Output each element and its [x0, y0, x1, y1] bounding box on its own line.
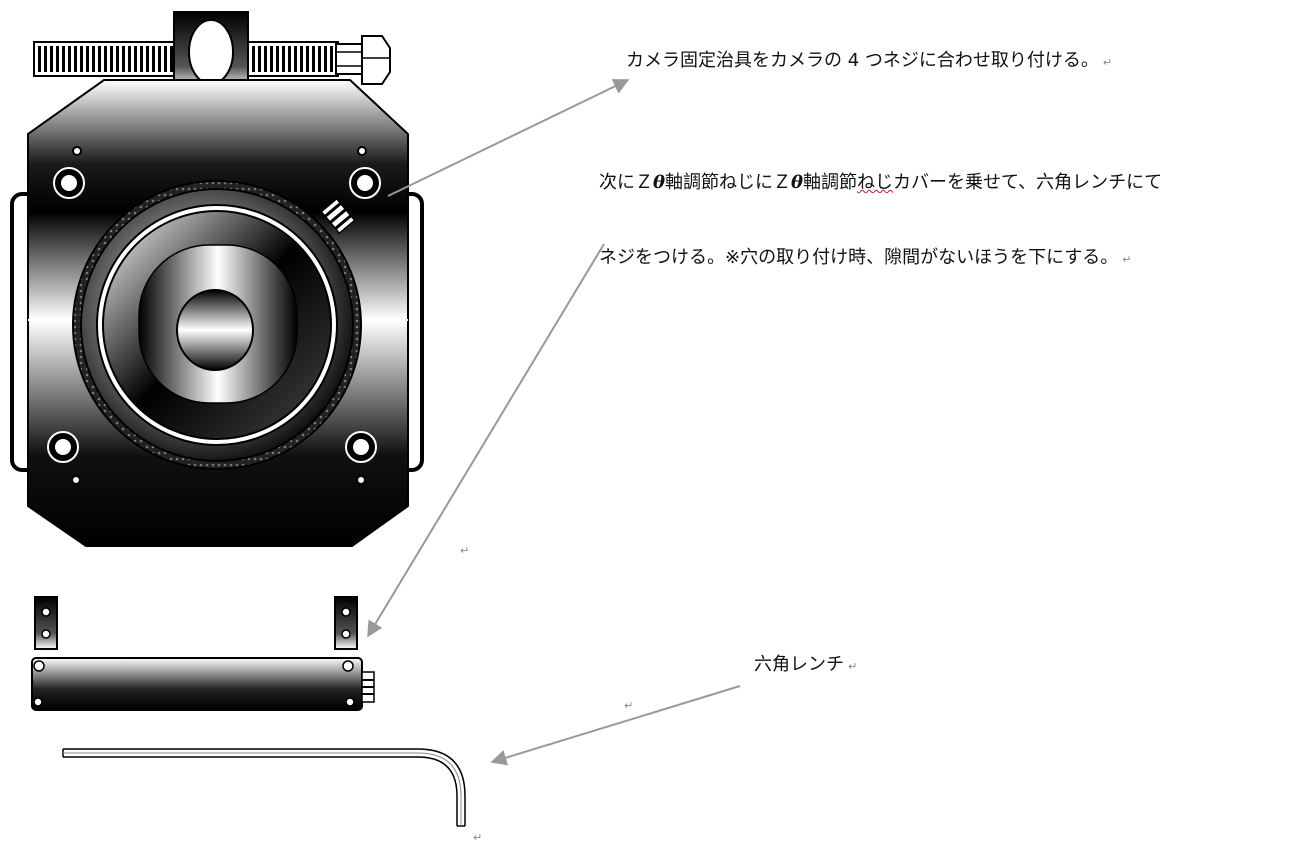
- arrow-to-screw-cover: [367, 243, 605, 638]
- camera-fixture: [10, 11, 424, 547]
- thread-rib: [282, 46, 285, 72]
- thread-rib: [164, 46, 167, 72]
- thread-rib: [288, 46, 291, 72]
- lens-core: [176, 289, 254, 371]
- threaded-rod: [33, 35, 391, 85]
- return-mark: ↵: [848, 660, 858, 673]
- thread-rib: [104, 46, 107, 72]
- thread-rib: [330, 46, 333, 72]
- label-hex-wrench: 六角レンチ ↵: [754, 654, 857, 678]
- thread-rib: [110, 46, 113, 72]
- thread-rib: [128, 46, 131, 72]
- screw-cover-brackets: [34, 596, 358, 650]
- thread-rib: [86, 46, 89, 72]
- screw-cover-bar: [31, 657, 375, 711]
- return-mark: ↵: [460, 544, 470, 557]
- return-mark: ↵: [473, 831, 483, 844]
- paragraph-1-text: カメラ固定治具をカメラの 4 つネジに合わせ取り付ける。: [626, 50, 1099, 71]
- thread-rib: [270, 46, 273, 72]
- label-hex-wrench-text: 六角レンチ: [754, 654, 844, 675]
- paragraph-2-text-a: 次にＺ: [599, 172, 653, 193]
- paragraph-2-text-b: 軸調節ねじにＺ: [665, 172, 792, 193]
- thread-rib: [258, 46, 261, 72]
- thread-rib: [146, 46, 149, 72]
- thread-rib: [98, 46, 101, 72]
- thread-rib: [74, 46, 77, 72]
- theta-symbol: θ: [653, 172, 666, 193]
- hex-wrench: [62, 748, 466, 827]
- thread-rib: [312, 46, 315, 72]
- thread-rib: [170, 46, 173, 72]
- thread-rib: [306, 46, 309, 72]
- thread-rib: [134, 46, 137, 72]
- paragraph-2-text-c: 軸調節: [803, 172, 858, 193]
- thread-rib: [300, 46, 303, 72]
- arrow-to-hex-wrench: [490, 685, 741, 766]
- return-mark: ↵: [1122, 253, 1132, 266]
- thread-rib: [116, 46, 119, 72]
- thread-rib: [122, 46, 125, 72]
- thread-rib: [140, 46, 143, 72]
- thread-rib: [294, 46, 297, 72]
- paragraph-2-line-2: ネジをつける。※穴の取り付け時、隙間がないほうを下にする。↵: [599, 247, 1131, 271]
- arrow-to-paragraph-1: [387, 79, 630, 197]
- thread-rib: [80, 46, 83, 72]
- thread-rib: [38, 46, 41, 72]
- return-mark: ↵: [624, 699, 634, 712]
- thread-rib: [44, 46, 47, 72]
- theta-symbol: θ: [791, 172, 804, 193]
- thread-rib: [324, 46, 327, 72]
- thread-rib: [50, 46, 53, 72]
- thread-rib: [92, 46, 95, 72]
- paragraph-1: カメラ固定治具をカメラの 4 つネジに合わせ取り付ける。↵: [626, 50, 1112, 74]
- callout-arrows: [367, 79, 741, 766]
- thread-rib: [252, 46, 255, 72]
- thread-rib: [152, 46, 155, 72]
- thread-rib: [62, 46, 65, 72]
- thread-rib: [318, 46, 321, 72]
- ring-knob: [320, 197, 356, 235]
- top-mount-tab: [173, 11, 249, 91]
- return-mark: ↵: [1102, 56, 1113, 69]
- spellcheck-word[interactable]: ねじ: [857, 172, 894, 193]
- thread-rib: [264, 46, 267, 72]
- thread-rib: [56, 46, 59, 72]
- paragraph-2-text-e: ネジをつける。※穴の取り付け時、隙間がないほうを下にする。: [599, 247, 1119, 268]
- paragraph-2-line-1: 次にＺθ軸調節ねじにＺθ軸調節ねじカバーを乗せて、六角レンチにて: [599, 172, 1162, 194]
- thread-rib: [276, 46, 279, 72]
- corner-screws: [47, 146, 381, 485]
- thread-rib: [158, 46, 161, 72]
- thread-rib: [68, 46, 71, 72]
- paragraph-2-text-d: カバーを乗せて、六角レンチにて: [893, 172, 1163, 193]
